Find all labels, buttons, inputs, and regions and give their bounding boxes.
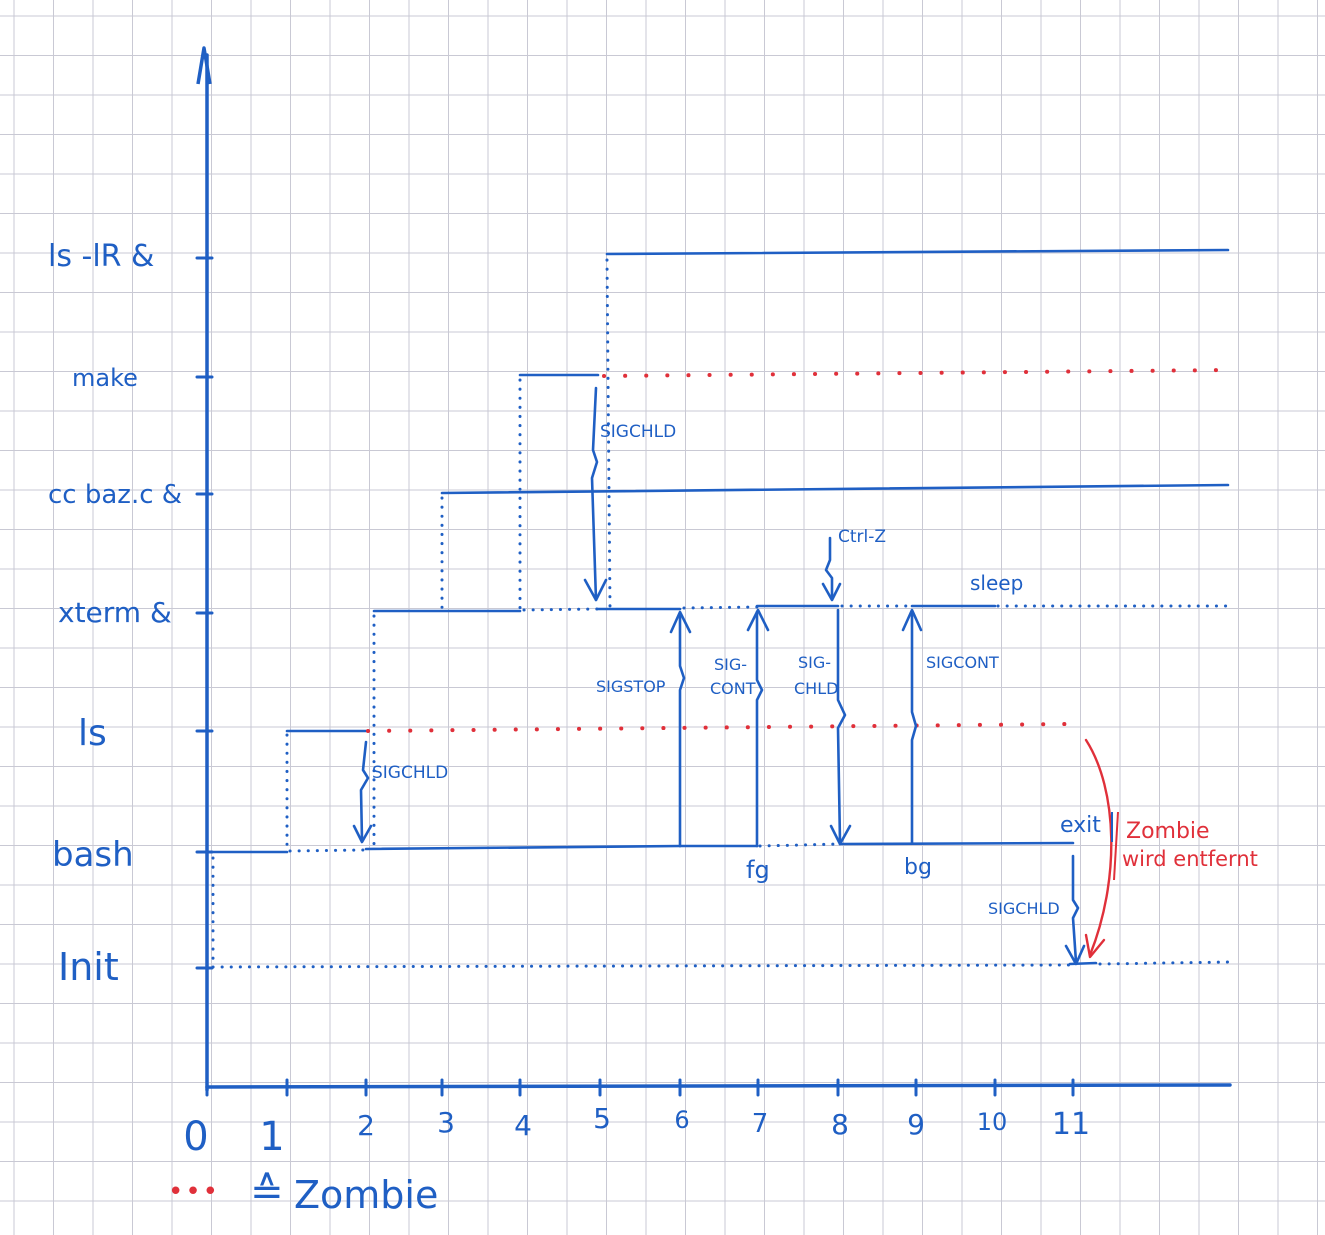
sigcont-label-1a: SIG-	[714, 655, 747, 674]
time-label-1: 1	[259, 1114, 284, 1160]
legend: ••• ≙ Zombie	[168, 1169, 438, 1217]
time-label-4: 4	[514, 1109, 532, 1142]
axes	[196, 46, 1232, 1092]
process-label-bash: bash	[52, 835, 134, 875]
x-axis-line	[205, 1083, 1232, 1089]
y-axis-arrowhead	[196, 46, 212, 85]
sigstop-arrowhead	[669, 610, 692, 634]
fg-label: fg	[746, 856, 770, 884]
process-label-make: make	[72, 364, 138, 392]
sigchld-bash-label: SIGCHLD	[988, 899, 1060, 918]
ls-lr-run-line	[605, 248, 1230, 256]
time-label-6: 6	[674, 1106, 689, 1134]
sigchld-xterm-label-b: CHLD	[794, 679, 838, 698]
sigchld-make-label: SIGCHLD	[600, 422, 676, 442]
xterm-wait-dots-1	[522, 607, 600, 612]
ctrlz-arrowhead	[821, 582, 842, 602]
sigstop-arrow	[678, 612, 686, 848]
init-wait-dots-after	[1098, 960, 1232, 966]
legend-zombie-dots: •••	[168, 1177, 220, 1207]
zombie-dotted-lines	[366, 368, 1230, 733]
process-label-ls: ls	[78, 713, 107, 754]
sigcont-label-1b: CONT	[710, 679, 756, 698]
ctrlz-arrow	[824, 536, 834, 600]
sigcont-arrow-2	[910, 610, 918, 845]
sigcont-arrow-1	[755, 610, 764, 848]
sigchld-ls-arrowhead	[352, 824, 373, 844]
time-label-9: 9	[907, 1108, 925, 1141]
waiting-dotted-lines	[211, 258, 1232, 969]
init-reap-mark	[1068, 961, 1098, 966]
time-label-0: 0	[183, 1114, 208, 1160]
zombie-note: Zombie wird entfernt	[1122, 819, 1258, 871]
legend-equivalence-sign: ≙	[250, 1169, 284, 1215]
zombie-note-line-1: Zombie	[1126, 819, 1210, 844]
process-labels: ls -lR & make cc baz.c & xterm & ls bash…	[48, 239, 182, 989]
sigcont-arrowhead-2	[901, 608, 923, 632]
sigstop-label: SIGSTOP	[596, 677, 666, 696]
sigchld-ls-arrow	[359, 740, 370, 842]
legend-zombie-label: Zombie	[294, 1173, 438, 1217]
time-label-10: 10	[977, 1108, 1008, 1136]
sigchld-ls-label: SIGCHLD	[372, 763, 448, 783]
xterm-wait-dots-2	[682, 605, 759, 610]
zombie-note-separator	[1113, 811, 1119, 881]
make-zombie-line	[602, 368, 1230, 378]
process-label-init: Init	[58, 945, 119, 989]
sigchld-make-arrow	[590, 386, 599, 602]
time-label-8: 8	[831, 1108, 849, 1141]
sigcont-label-2: SIGCONT	[926, 653, 999, 672]
event-labels: sleep fg bg exit	[746, 571, 1101, 884]
sigchld-bash-arrow	[1071, 854, 1080, 964]
sigcont-arrowhead-1	[746, 608, 770, 632]
process-label-xterm: xterm &	[58, 596, 172, 629]
time-label-3: 3	[437, 1106, 455, 1139]
ls-lr-fork-dots	[605, 258, 612, 608]
sigchld-make-arrowhead	[583, 578, 608, 602]
process-label-ls-lr: ls -lR &	[48, 239, 154, 274]
signal-arrows	[352, 386, 1098, 966]
time-label-5: 5	[593, 1102, 611, 1135]
bash-run-line-3	[838, 841, 1075, 846]
sigchld-xterm-arrow	[836, 608, 847, 844]
bg-label: bg	[904, 855, 932, 880]
sigchld-xterm-arrowhead	[829, 824, 852, 846]
time-label-11: 11	[1052, 1107, 1090, 1142]
annotation-brackets	[1111, 811, 1119, 881]
init-wait-dots	[211, 963, 1075, 969]
bash-wait-dots-1	[288, 848, 368, 853]
zombie-note-line-2: wird entfernt	[1122, 847, 1258, 871]
ctrlz-label: Ctrl-Z	[838, 527, 886, 547]
sleep-label: sleep	[970, 571, 1023, 595]
process-label-cc: cc baz.c &	[48, 480, 182, 510]
bash-run-line-1	[364, 844, 682, 851]
time-label-7: 7	[752, 1109, 769, 1139]
y-tick-marks	[195, 256, 214, 970]
exit-label: exit	[1060, 813, 1101, 838]
time-tick-labels: 0 1 2 3 4 5 6 7 8 9 10 11	[183, 1102, 1090, 1160]
x-tick-marks	[205, 1078, 1075, 1097]
signal-labels: SIGCHLD SIGCHLD SIGSTOP SIG- CONT SIG- C…	[372, 422, 1060, 918]
time-label-2: 2	[357, 1109, 375, 1142]
zombie-removal-arrowhead	[1084, 933, 1106, 959]
cc-run-line	[440, 483, 1230, 495]
zombie-removal-curve	[1084, 738, 1113, 957]
running-process-lines	[205, 248, 1230, 854]
sigchld-xterm-label-a: SIG-	[798, 653, 831, 672]
